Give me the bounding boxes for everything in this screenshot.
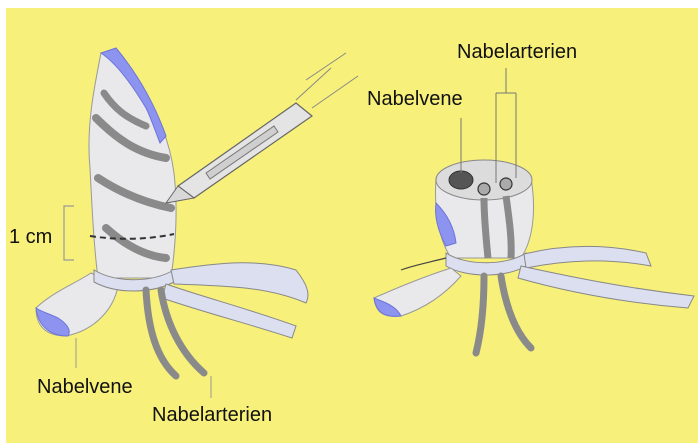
label-nabelarterien-bottom: Nabelarterien	[152, 405, 272, 425]
label-nabelvene-bottom: Nabelvene	[37, 377, 133, 397]
vein-opening	[449, 171, 473, 189]
ligature-ribbon-right-1	[524, 246, 651, 268]
artery-tail-right-2	[501, 276, 531, 348]
scalpel-slot	[206, 126, 278, 179]
artery-opening-2	[500, 178, 512, 190]
ligature-ribbon-right-2	[518, 266, 694, 308]
label-one-cm: 1 cm	[9, 227, 52, 247]
diagram-canvas: Nabelarterien Nabelvene 1 cm Nabelvene N…	[6, 8, 698, 443]
scalpel	[166, 53, 358, 203]
label-nabelvene-top: Nabelvene	[367, 89, 463, 109]
artery-opening-1	[478, 183, 490, 195]
scalpel-hand-lines	[296, 53, 358, 108]
right-figure	[374, 68, 694, 353]
artery-tail-right-1	[476, 276, 484, 353]
stump-stripe-1	[484, 198, 488, 258]
thread-right	[401, 258, 446, 270]
left-figure	[36, 48, 358, 398]
label-nabelarterien-top: Nabelarterien	[457, 42, 577, 62]
one-cm-bracket	[64, 206, 74, 260]
